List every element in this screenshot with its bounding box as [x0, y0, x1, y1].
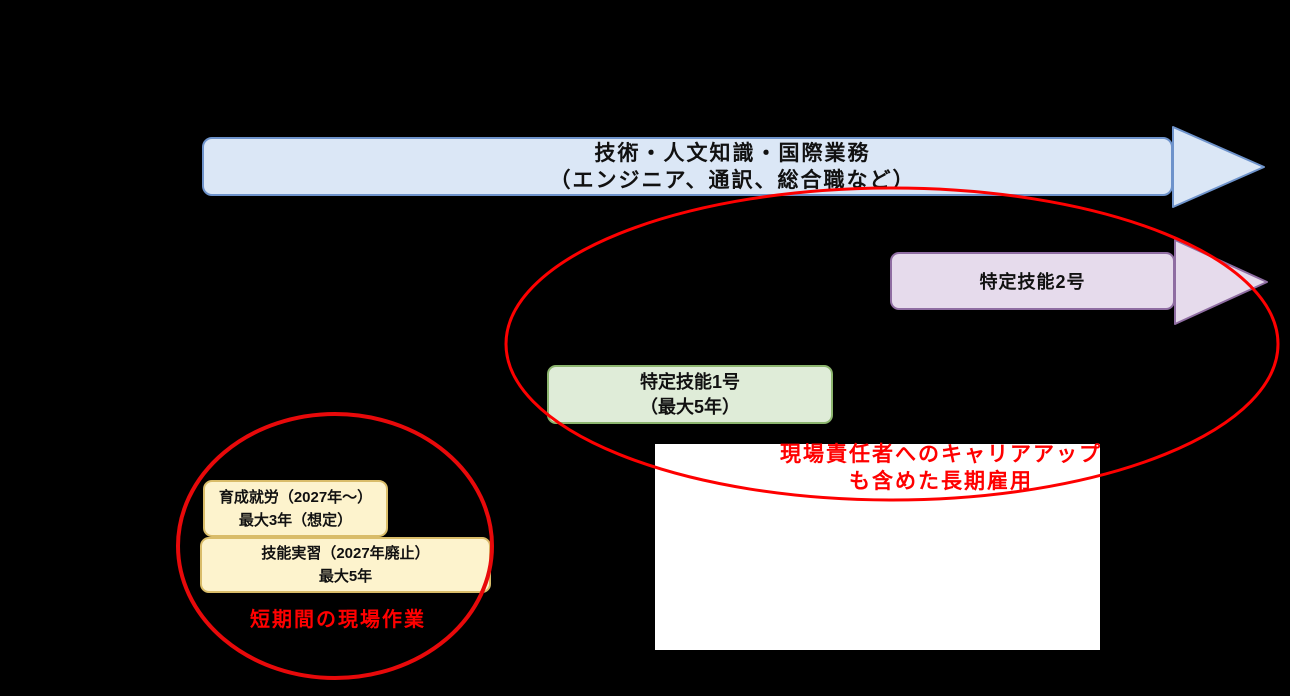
ikusei-label-line2: 最大3年（想定） — [238, 511, 353, 529]
career-up-note-line2: も含めた長期雇用 — [849, 470, 1033, 493]
career-up-note-line1: 現場責任者へのキャリアアップ — [780, 443, 1102, 466]
career-up-note: 現場責任者へのキャリアアップ も含めた長期雇用 — [700, 441, 1182, 495]
short-term-note: 短期間の現場作業 — [250, 609, 426, 631]
gijinkoku-arrow-label: 技術・人文知識・国際業務 （エンジニア、通訳、総合職など） — [202, 137, 1263, 196]
ikusei-label-line1: 育成就労（2027年～） — [218, 488, 373, 506]
tokutei2-arrow-label: 特定技能2号 — [979, 272, 1086, 292]
ginou-box: 技能実習（2027年廃止） 最大5年 — [200, 537, 491, 593]
tokutei2-arrowhead-outline — [1174, 239, 1268, 325]
ginou-label-line2: 最大5年 — [318, 568, 373, 585]
ginou-label-line1: 技能実習（2027年廃止） — [261, 545, 430, 562]
tokutei1-box: 特定技能1号 （最大5年） — [547, 365, 833, 424]
tokutei1-label-line1: 特定技能1号 — [639, 371, 740, 392]
ikusei-box: 育成就労（2027年～） 最大3年（想定） — [203, 480, 388, 537]
tokutei1-label-line2: （最大5年） — [639, 396, 740, 417]
gijinkoku-label-line2: （エンジニア、通訳、総合職など） — [549, 168, 916, 192]
gijinkoku-label-line1: 技術・人文知識・国際業務 — [594, 141, 871, 165]
